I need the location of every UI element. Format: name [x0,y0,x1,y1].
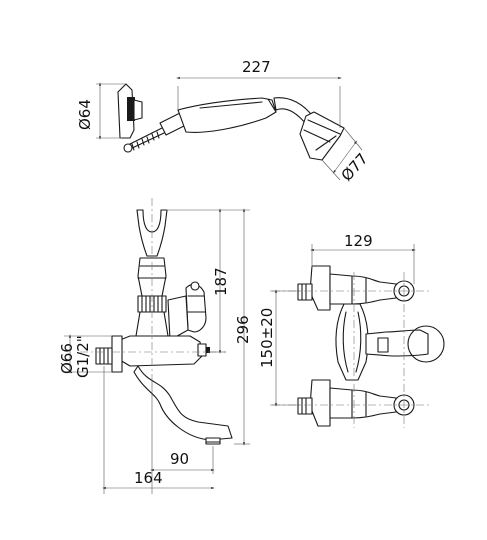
middle-column [335,303,369,381]
upper-flange [309,265,331,311]
spout-front [365,329,429,357]
lower-flange [309,379,331,427]
dim-227: 227 [176,58,342,128]
lever-handle [185,283,207,333]
spout-aerator [205,437,221,445]
lower-valve-body [329,387,397,419]
hand-shower-handle [177,97,277,133]
label-187: 187 [212,267,230,296]
label-d77: Ø77 [338,150,372,185]
wall-holder-neck [133,99,143,121]
dim-296: 296 [226,208,252,446]
label-129: 129 [344,232,373,250]
label-d66: Ø66 [58,343,76,374]
label-150: 150±20 [258,308,276,368]
wall-holder-ring [127,97,135,121]
mixer-side-view [95,209,233,445]
bath-spout [133,365,233,441]
label-227: 227 [242,58,271,76]
dim-129: 129 [310,232,416,284]
label-g12: G1/2" [74,335,92,378]
dim-diameter-64: Ø64 [76,82,126,140]
dim-187: 187 [166,208,230,354]
label-90: 90 [170,450,189,468]
label-d64: Ø64 [76,99,94,130]
dim-90: 90 [150,380,215,494]
dim-164: 164 [102,366,215,494]
label-164: 164 [134,469,163,487]
dim-flange: Ø66 G1/2" [58,334,112,378]
mixer-front-view [297,265,445,427]
upper-inlet [297,283,313,301]
mixer-main-body [119,335,203,367]
label-296: 296 [234,315,252,344]
dim-150: 150±20 [258,289,300,407]
upper-valve-body [329,273,397,305]
hand-shower-view [117,83,345,161]
lower-inlet [297,397,313,415]
spout-ring [407,325,445,363]
hand-shower-head [299,111,345,161]
wall-flange [111,335,123,373]
